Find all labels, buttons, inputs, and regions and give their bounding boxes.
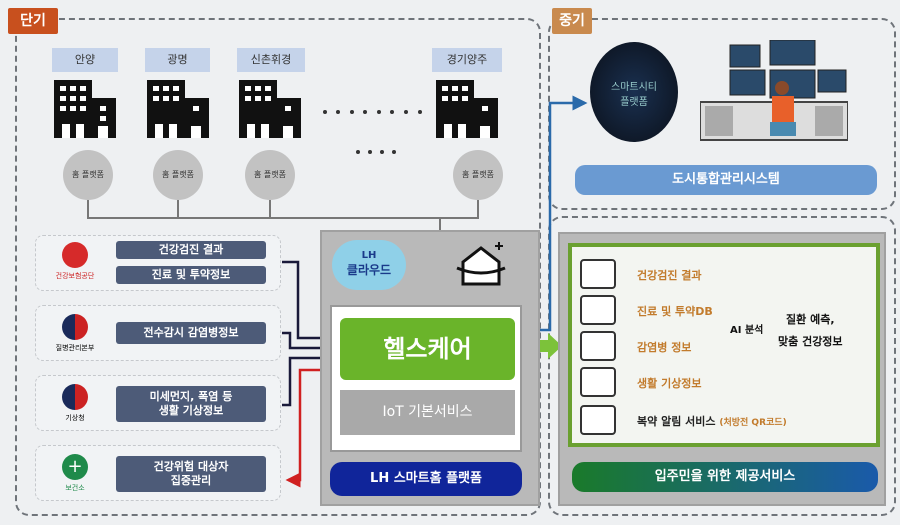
building-icon (54, 80, 116, 138)
service-input: 진료 및 투약DB (637, 305, 713, 318)
text: 복약 알림 서비스 (637, 415, 716, 428)
text: 미세먼지, 폭염 등 (149, 390, 233, 403)
green-arrow (520, 333, 562, 359)
services-region (548, 216, 896, 516)
service-input: 건강검진 결과 (637, 269, 702, 282)
health-checkup-icon (580, 259, 616, 289)
service-input: 감염병 정보 (637, 341, 692, 354)
complex-label: 신촌휘경 (237, 48, 305, 72)
text: 맞춤 건강정보 (778, 335, 843, 348)
ai-output: 질환 예측, 맞춤 건강정보 (778, 309, 843, 353)
lh-cloud-icon: LH 클라우드 (332, 240, 406, 290)
text: 건강위험 대상자 (153, 460, 229, 473)
services-inner: 건강검진 결과 진료 및 투약DB 감염병 정보 생활 기상정보 복약 알림 서… (568, 243, 880, 447)
home-platform-node: 홈 플랫폼 (153, 150, 203, 200)
iot-basic-service: IoT 기본서비스 (340, 390, 515, 435)
home-platform-node: 홈 플랫폼 (453, 150, 503, 200)
government-emblem-icon (62, 314, 88, 340)
resident-services-title: 입주민을 위한 제공서비스 (572, 462, 878, 492)
complex-label: 광명 (145, 48, 210, 72)
text: 집중관리 (170, 474, 212, 487)
mid-term-badge: 중기 (552, 8, 592, 34)
home-platform-node: 홈 플랫폼 (63, 150, 113, 200)
control-room-icon (700, 40, 848, 141)
infection-monitor-icon (580, 331, 616, 361)
short-term-region (15, 18, 541, 516)
source-row-kcdc: 질병관리본부 전수감시 감염병정보 (35, 305, 281, 361)
text: 질환 예측, (786, 313, 835, 326)
building-icon (147, 80, 209, 138)
text: (처방전 QR코드) (719, 418, 787, 428)
prescription-icon (580, 405, 616, 435)
cloud-text: LH (361, 250, 377, 261)
healthcare-module: 헬스케어 (340, 318, 515, 380)
health-center-logo-icon: + (62, 454, 88, 480)
city-integrated-management-system: 도시통합관리시스템 (575, 165, 877, 195)
org-name: 기상청 (65, 414, 85, 422)
smart-home-icon (456, 242, 506, 286)
ai-analysis-label: AI 분석 (730, 325, 764, 336)
medication-service: 복약 알림 서비스 (처방전 QR코드) (637, 413, 787, 429)
text: 플랫폼 (620, 97, 648, 108)
org-name: 보건소 (65, 484, 85, 492)
text: 생활 기상정보 (158, 404, 224, 417)
complex-label: 경기양주 (432, 48, 502, 72)
complex-label: 안양 (52, 48, 118, 72)
building-icon (436, 80, 498, 138)
text: 스마트시티 (611, 82, 657, 93)
org-name: 건강보험공단 (55, 272, 95, 280)
short-term-badge: 단기 (8, 8, 58, 34)
service-input: 생활 기상정보 (637, 377, 702, 390)
nhis-logo-icon (62, 242, 88, 268)
cloud-text: 클라우드 (346, 263, 392, 277)
org-name: 질병관리본부 (55, 344, 95, 352)
government-emblem-icon (62, 384, 88, 410)
platform-title: LH 스마트홈 플랫폼 (330, 462, 522, 496)
building-icon (239, 80, 301, 138)
data-label: 건강검진 결과 (116, 241, 266, 259)
data-label: 진료 및 투약정보 (116, 266, 266, 284)
source-row-nhis: 건강보험공단 건강검진 결과 진료 및 투약정보 (35, 235, 281, 291)
data-label: 전수감시 감염병정보 (116, 322, 266, 344)
weather-person-icon (580, 367, 616, 397)
home-platform-node: 홈 플랫폼 (245, 150, 295, 200)
medical-record-icon (580, 295, 616, 325)
